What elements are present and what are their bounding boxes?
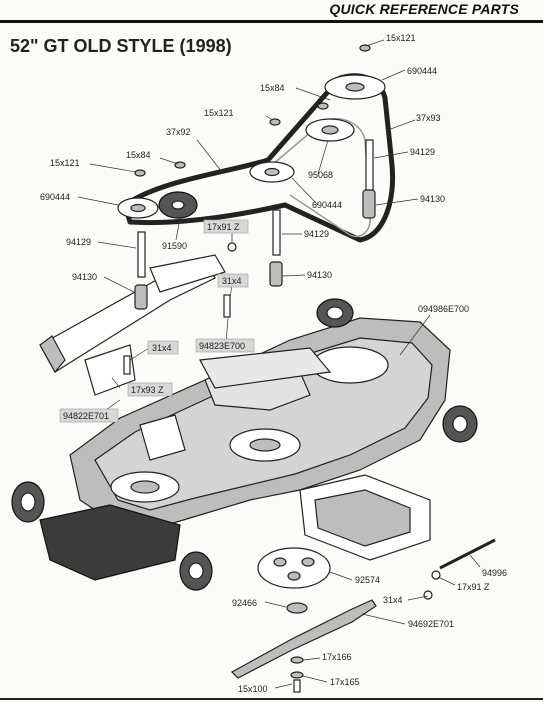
label-box-p24: [127, 382, 173, 397]
page-header: QUICK REFERENCE PARTS: [0, 0, 543, 23]
label-p3: 15x84: [260, 83, 285, 93]
blade-adapter-92574: [257, 547, 331, 589]
label-p28: 17x91 Z: [457, 582, 490, 592]
blade-94692E701: [231, 599, 377, 679]
label-box-p20: [217, 273, 249, 288]
pulley-91590: [158, 191, 198, 219]
label-p9: 15x121: [50, 158, 80, 168]
label-p25: 94822E701: [63, 411, 109, 421]
deck-wheels: [11, 298, 478, 591]
header-rule: [0, 20, 543, 23]
label-p21: 094986E700: [418, 304, 469, 314]
footer-rule: [0, 698, 543, 700]
label-p33: 17x165: [330, 677, 360, 687]
label-box-p25: [59, 408, 119, 423]
discharge-chute: [39, 504, 181, 581]
label-p34: 15x100: [238, 684, 268, 694]
label-p8: 94129: [410, 147, 435, 157]
lift-linkage: [39, 254, 332, 461]
label-p6: 37x92: [166, 127, 191, 137]
small-hardware: [123, 242, 441, 600]
belt-37x92: [122, 73, 396, 243]
label-p10: 95068: [308, 170, 333, 180]
label-p20: 31x4: [222, 276, 242, 286]
label-box-p23: [195, 338, 255, 353]
label-p18: 94130: [72, 272, 97, 282]
pin-94996: [439, 538, 496, 570]
spindles: [134, 139, 376, 310]
label-p30: 31x4: [383, 595, 403, 605]
header-title: QUICK REFERENCE PARTS: [329, 1, 519, 17]
label-p2: 690444: [407, 66, 437, 76]
label-p16: 94129: [66, 237, 91, 247]
label-p22: 31x4: [152, 343, 172, 353]
diagram-title: 52" GT OLD STYLE (1998): [10, 36, 232, 56]
label-p13: 94130: [420, 194, 445, 204]
pulley-690444-center: [249, 161, 295, 183]
label-p24: 17x93 Z: [131, 385, 164, 395]
label-p31: 94692E701: [408, 619, 454, 629]
label-p32: 17x166: [322, 652, 352, 662]
label-p1: 15x121: [386, 33, 416, 43]
pulley-690444-left: [117, 197, 159, 219]
spacer-92466: [286, 602, 308, 614]
nuts: [134, 44, 371, 177]
label-p27: 92574: [355, 575, 380, 585]
label-p7: 15x84: [126, 150, 151, 160]
label-p4: 15x121: [204, 108, 234, 118]
blade-hardware: [290, 656, 304, 693]
label-p12: 690444: [312, 200, 342, 210]
label-box-p22: [147, 340, 179, 355]
pulley-690444-top: [324, 74, 386, 100]
part-labels: 15x121 690444 15x84 15x121 37x93 37x92 1…: [40, 33, 507, 694]
label-p26: 94996: [482, 568, 507, 578]
pulley-95068: [305, 118, 355, 142]
label-p11: 690444: [40, 192, 70, 202]
label-p5: 37x93: [416, 113, 441, 123]
label-box-p14: [203, 219, 249, 234]
label-p19: 94130: [307, 270, 332, 280]
label-p15: 94129: [304, 229, 329, 239]
label-p14: 17x91 Z: [207, 222, 240, 232]
label-p29: 92466: [232, 598, 257, 608]
label-p23: 94823E700: [199, 341, 245, 351]
deck-side-bracket: [299, 474, 431, 561]
leader-lines: [77, 39, 481, 689]
label-p17: 91590: [162, 241, 187, 251]
